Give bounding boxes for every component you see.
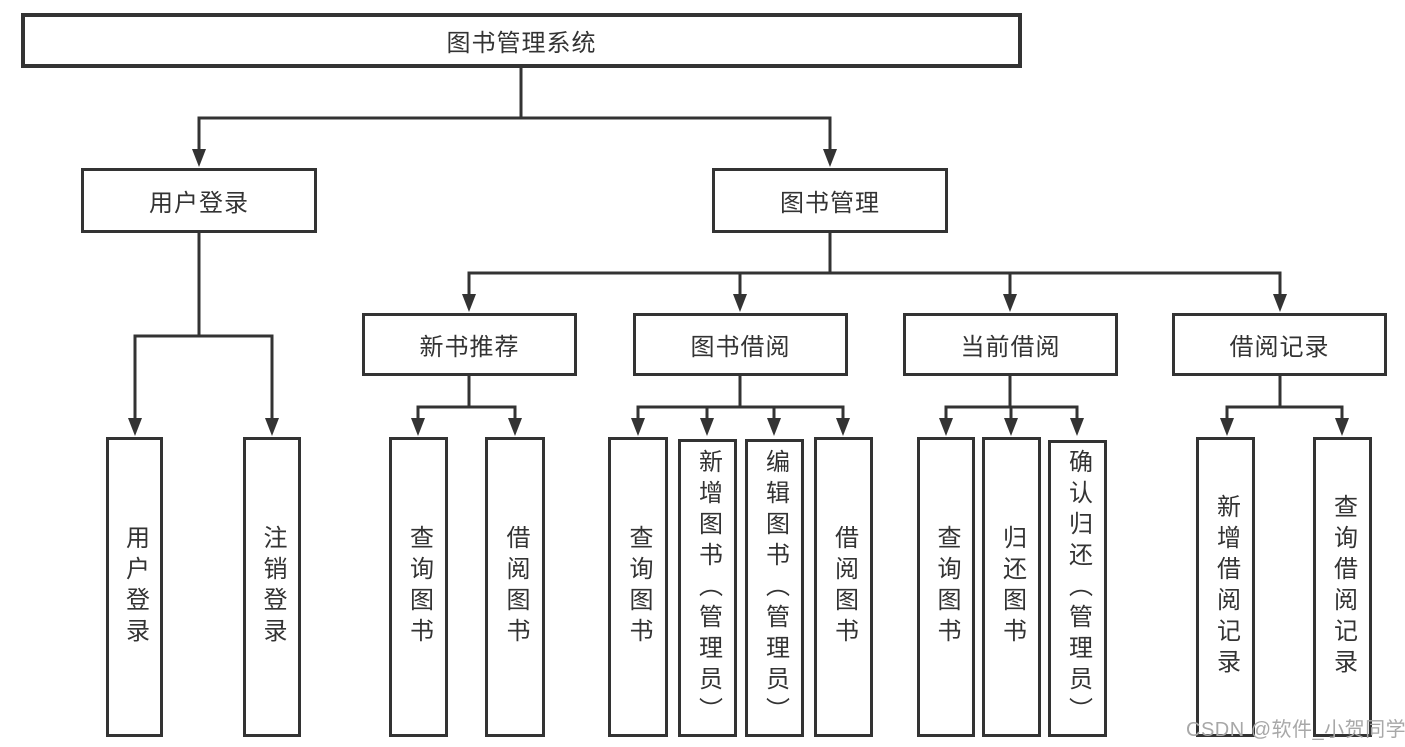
leaf-records-query-borrow-record: 查询借阅记录 [1313,437,1372,737]
node-label: 新增借阅记录 [1212,494,1240,680]
node-label: 借阅图书 [502,525,529,649]
node-borrowing-records: 借阅记录 [1172,313,1387,376]
leaf-borrowing-query-books: 查询图书 [608,437,668,737]
node-label: 确认归还（管理员） [1064,449,1092,728]
node-label: 用户登录 [149,190,249,217]
node-book-borrowing: 图书借阅 [633,313,848,376]
node-current-borrowing: 当前借阅 [903,313,1118,376]
node-user-login: 用户登录 [81,168,317,233]
node-label: 查询图书 [405,525,433,649]
leaf-borrowing-borrow-books: 借阅图书 [814,437,873,737]
node-label: 用户登录 [121,525,149,649]
node-label: 新增图书（管理员） [694,448,722,728]
leaf-borrowing-edit-books-admin: 编辑图书（管理员） [745,439,804,737]
node-library-management-system: 图书管理系统 [21,13,1022,68]
node-label: 查询图书 [625,525,652,649]
leaf-logout-login: 注销登录 [243,437,301,737]
leaf-current-query-books: 查询图书 [917,437,975,737]
leaf-borrowing-add-books-admin: 新增图书（管理员） [678,439,737,737]
node-label: 图书管理系统 [446,30,597,57]
node-label: 新书推荐 [419,334,520,361]
node-label: 编辑图书（管理员） [761,448,789,728]
csdn-watermark: CSDN @软件_小贺同学 [1186,719,1405,741]
node-label: 图书借阅 [690,334,791,361]
node-label: 借阅图书 [830,525,858,649]
leaf-current-return-books: 归还图书 [982,437,1041,737]
node-label: 查询借阅记录 [1329,494,1357,680]
arrowheads [128,149,1349,436]
leaf-current-confirm-return-admin: 确认归还（管理员） [1048,440,1107,737]
node-label: 查询图书 [933,525,960,649]
leaf-records-add-borrow-record: 新增借阅记录 [1196,437,1255,737]
leaf-newbook-borrow-books: 借阅图书 [485,437,545,737]
node-label: 归还图书 [998,525,1026,649]
leaf-newbook-query-books: 查询图书 [389,437,448,737]
node-new-book-recommend: 新书推荐 [362,313,577,376]
node-label: 注销登录 [259,525,286,649]
node-label: 图书管理 [780,190,880,217]
node-label: 借阅记录 [1229,334,1330,361]
node-book-management: 图书管理 [712,168,948,233]
node-label: 当前借阅 [960,334,1061,361]
leaf-user-login: 用户登录 [106,437,163,737]
